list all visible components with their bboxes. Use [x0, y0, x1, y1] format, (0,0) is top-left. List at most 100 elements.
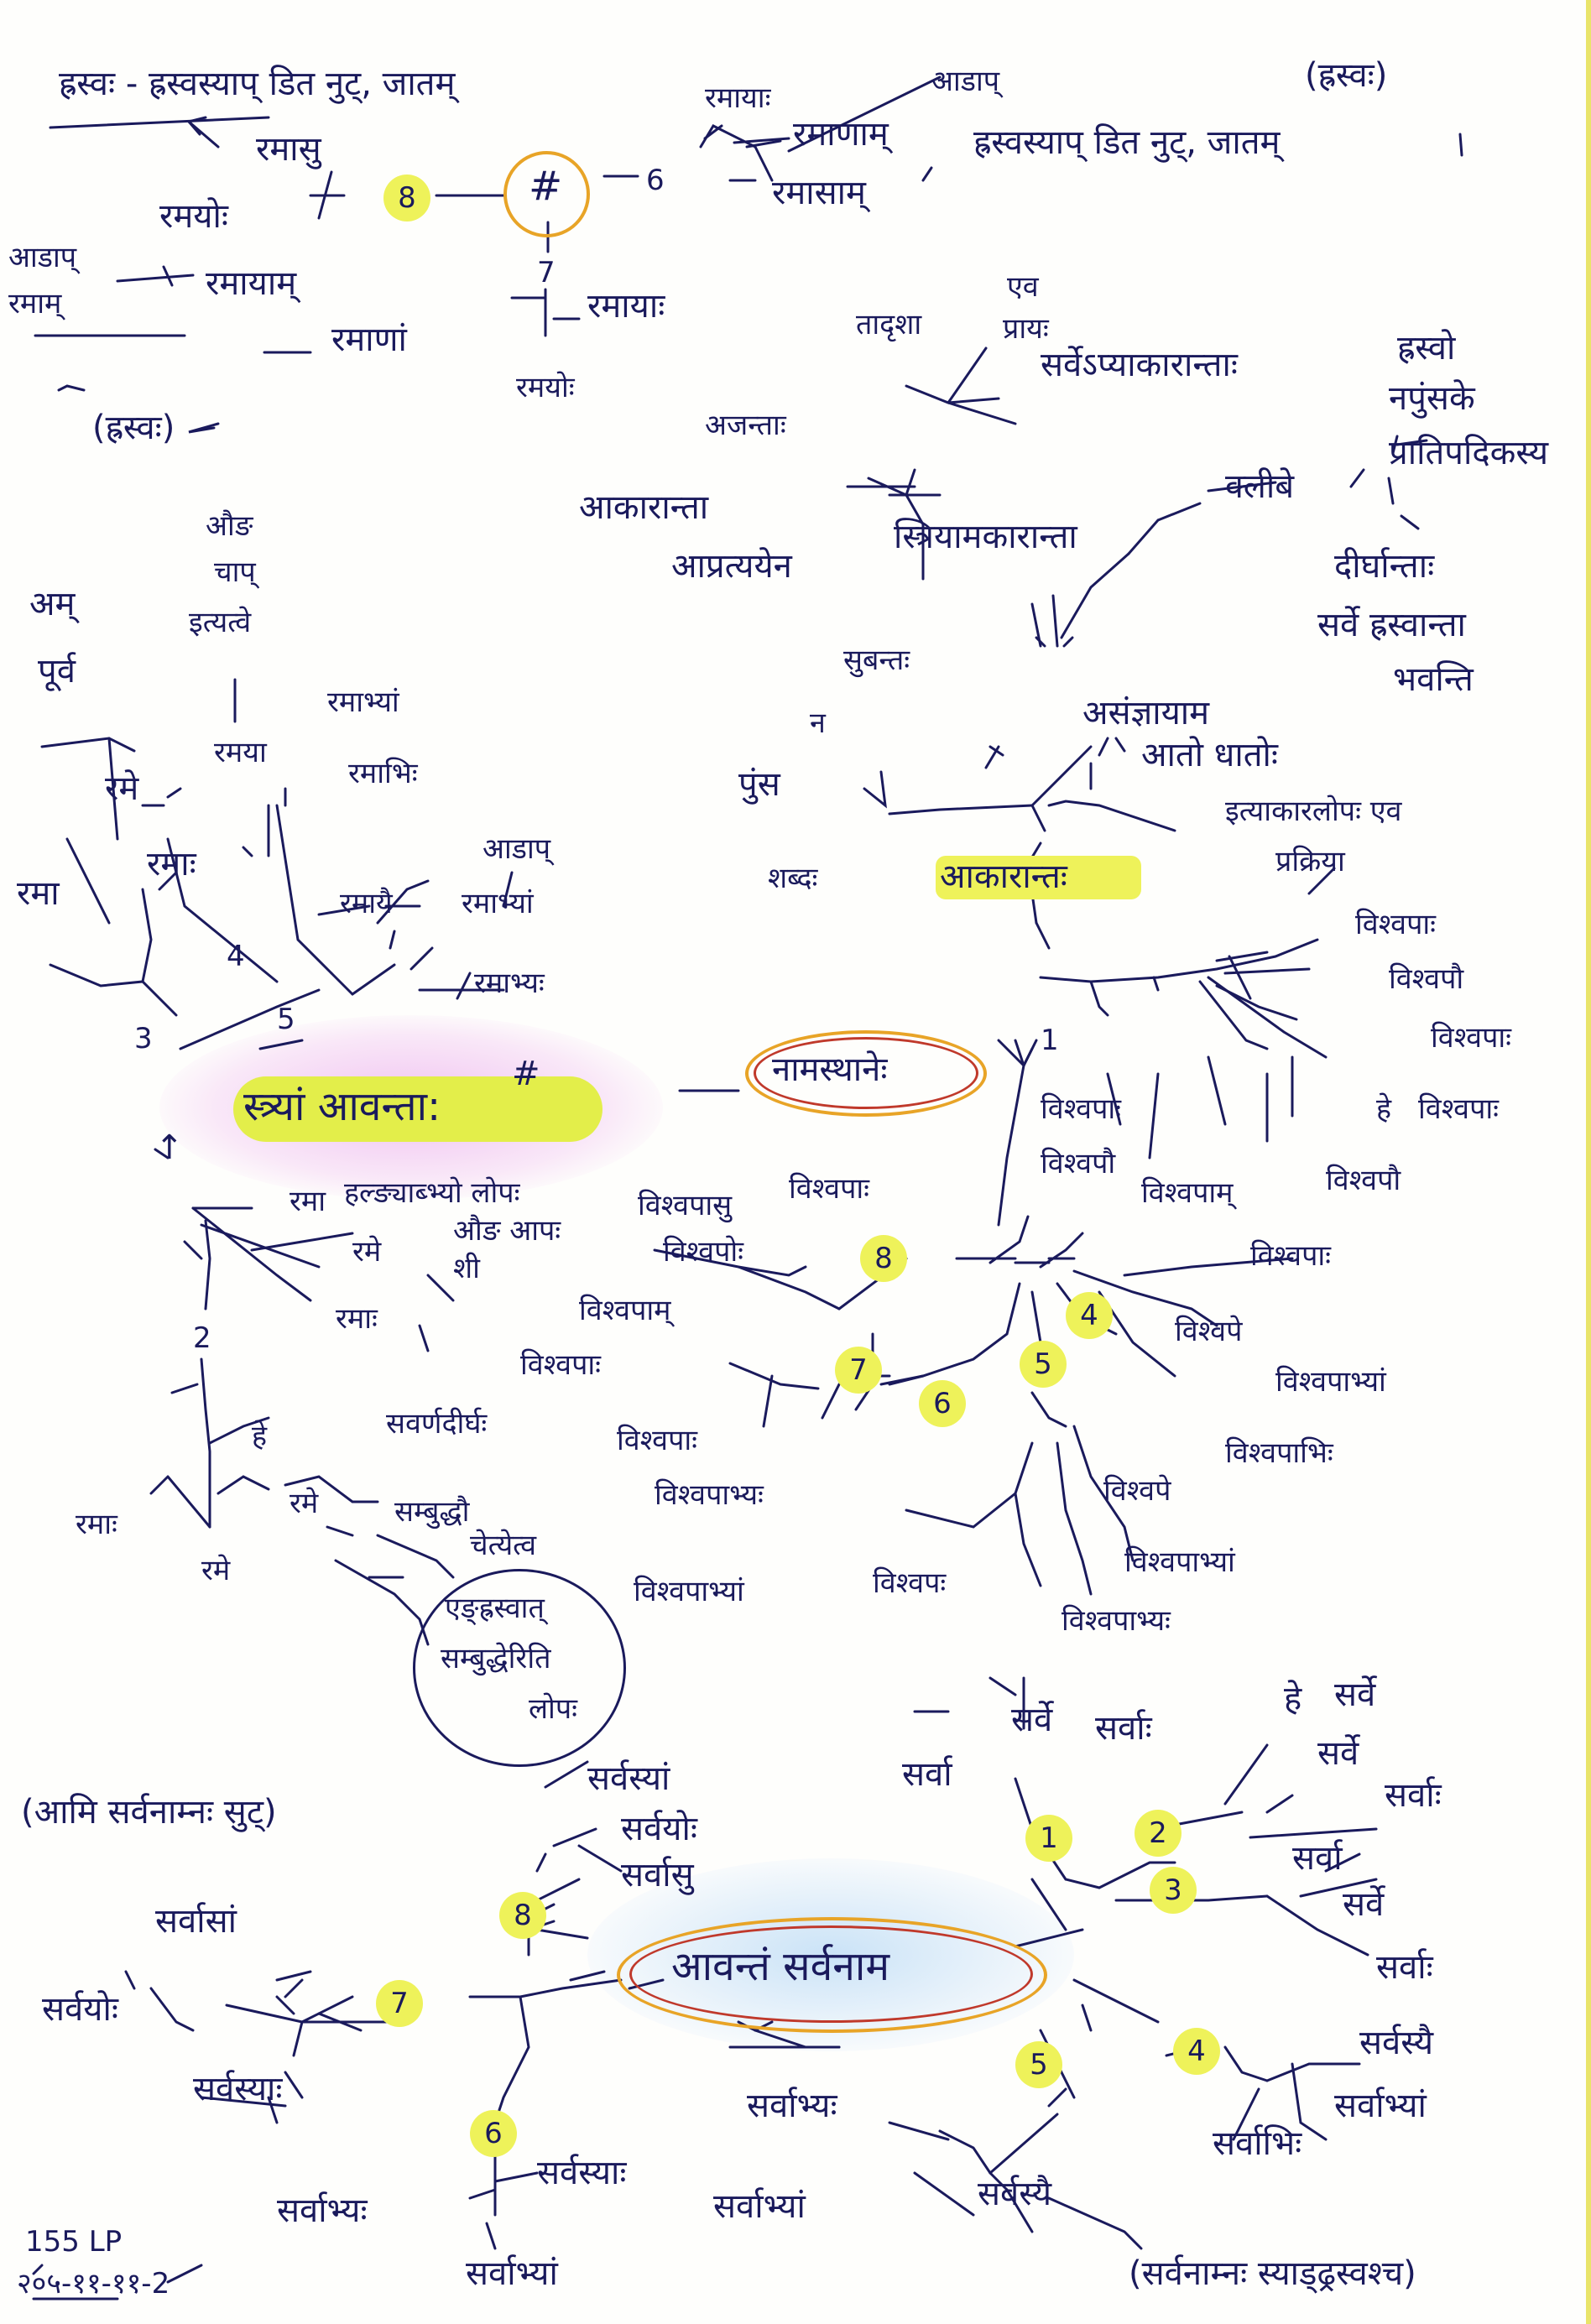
concept-klibe: क्लीबे [1225, 467, 1295, 506]
akarantah-highlight [936, 856, 1141, 899]
rule-ekahrasvat: एङ्ह्रस्वात् [445, 1592, 545, 1625]
s-case-number-6: 6 [470, 2110, 517, 2157]
rule-hal-lopa: हल्ङ्याब्भ्यो लोपः [344, 1176, 520, 1210]
form-ramayoh-7: रमयोः [516, 371, 575, 404]
form-ramanam-left: रमाणां [331, 320, 407, 359]
note-adap-mid: आडाप् [483, 832, 551, 866]
s-case-number-4: 4 [1173, 2028, 1220, 2075]
hub-namasthane: नामस्थानेः [772, 1050, 888, 1089]
form-ramabhyah: रमाभ्यः [474, 967, 545, 1000]
concept-subanta: सुबन्तः [843, 644, 910, 677]
concept-ityatve: इत्यत्वे [189, 606, 252, 639]
concept-dirghanta: दीर्घान्ताः [1334, 547, 1435, 586]
s-form-sarvah-1: सर्वाः [1095, 1709, 1152, 1748]
v-form-vishvapah-f: विश्वपाः [789, 1172, 870, 1206]
concept-pums: पुंस [738, 765, 780, 804]
form-ramah-left: रमाः [147, 845, 196, 883]
v-case-number-4: 4 [1066, 1292, 1113, 1339]
case-number-7: 7 [537, 256, 556, 289]
concept-asamjnayam: असंज्ञायाम [1082, 694, 1210, 732]
form-ramasu: रमासु [256, 130, 321, 169]
sarvanama-ring-inner [629, 1925, 1033, 2023]
s-form-sarve-3: सर्वे [1343, 1885, 1385, 1924]
v-form-vishvape: विश्वपे [1175, 1315, 1243, 1348]
s-form-sarvasyah: सर्वस्याः [193, 2070, 283, 2108]
form-ramayam: रमायाम् [206, 264, 297, 303]
v-form-vishvapabhyam3: विश्वपाभ्यां [1124, 1545, 1235, 1579]
namasthane-ring [745, 1030, 987, 1117]
form-rame-vocative: रमे [290, 1487, 319, 1520]
s-form-sarvayoh-7: सर्वयोः [42, 1990, 118, 2029]
v-form-vishvapoh: विश्वपोः [663, 1235, 744, 1269]
v-case-number-6: 6 [919, 1380, 966, 1427]
v-form-vishvapabhyah2: विश्वपाभ्यः [1062, 1604, 1171, 1638]
form-ramayah-top: रमायाः [705, 81, 771, 115]
s-form-sarva-3: सर्वा [1292, 1839, 1343, 1878]
rule-aum-apah: औङ आपः [453, 1214, 561, 1248]
s-case-number-8: 8 [499, 1892, 546, 1939]
note-adap-left: आडाप् [8, 241, 77, 274]
form-rame-mid: रमे [352, 1235, 382, 1269]
hub-avantam-sarvanama: आवन्तं सर्वनाम [671, 1943, 890, 1990]
v-case-number-5: 5 [1020, 1341, 1067, 1388]
v-form-vishvapah-d: विश्वपाः [1041, 1092, 1122, 1126]
v-form-vishvape-5: विश्वपे [1103, 1474, 1171, 1508]
s-form-sarve-vocative: सर्वे [1334, 1675, 1376, 1714]
form-ramabhyam-mid: रमाभ्यां [462, 887, 534, 920]
s-form-sarvabhyam-6: सर्वाभ्यां [466, 2254, 558, 2293]
v-form-vishvapah-i: विश्वपः [873, 1566, 947, 1600]
concept-taduktva: तादृशा [856, 308, 922, 341]
v-case-number-1: 1 [1041, 1024, 1059, 1057]
note-hrasvah-top: ह्रस्वः - ह्रस्वस्याप् डित नुट्, जातम् [59, 65, 456, 103]
s-form-sarvah-2: सर्वाः [1385, 1776, 1442, 1815]
v-vocative-he: हे [1376, 1092, 1392, 1126]
page-number: २०५-११-११-2 [17, 2267, 170, 2301]
form-ramaya: रमया [214, 736, 267, 769]
s-form-sarva-1: सर्वा [902, 1755, 952, 1794]
concept-ityakaralopa: इत्याकारलोपः एव [1225, 795, 1402, 828]
concept-prakriya: प्रक्रिया [1275, 845, 1345, 878]
s-form-sarvabhih: सर्वाभिः [1213, 2124, 1302, 2163]
hub-striyam-avanta: स्त्र्यां आवन्ता: [243, 1083, 441, 1130]
concept-striyam: स्त्रियामकारान्ता [894, 518, 1077, 556]
v-form-vishvapabhih: विश्वपाभिः [1225, 1436, 1333, 1470]
s-note-bottom-right: (सर्वनाम्नः स्याड्ढ्रस्वश्च) [1129, 2254, 1416, 2293]
s-form-sarvabhyam-5: सर्वाभ्यां [713, 2187, 806, 2226]
concept-purva: पूर्व [38, 652, 76, 690]
v-form-vishvapah-c: विश्वपाः [1418, 1092, 1500, 1126]
rule-sambuddheh: सम्बुद्धेरिति [441, 1642, 551, 1675]
s-form-sarvabhyah: सर्वाभ्यः [747, 2087, 837, 2125]
s-form-sarvasu: सर्वासु [621, 1856, 694, 1894]
rule-shi: शी [453, 1252, 480, 1285]
sarvanama-ring [617, 1917, 1047, 2033]
concept-shabdah: शब्दः [768, 862, 818, 895]
s-case-number-3: 3 [1150, 1867, 1197, 1914]
v-form-vishvapah-h: विश्वपाः [617, 1424, 698, 1457]
v-form-vishvapau-b: विश्वपौ [1326, 1164, 1401, 1197]
hash-mark-mid: # [512, 1055, 540, 1093]
form-ramabhih: रमाभिः [348, 757, 418, 790]
s-case-number-2: 2 [1135, 1810, 1182, 1857]
concept-akaranta: आकारान्ता [579, 488, 709, 527]
form-ramanam-top: रमाणाम् [793, 115, 889, 154]
s-form-sarvasyai-5: सर्वस्यै [978, 2175, 1052, 2213]
s-form-sarvasam: सर्वासां [155, 1902, 237, 1941]
note-hrasva-right: ह्रस्वस्याप् डित नुट्, जातम् [973, 123, 1281, 162]
case-number-2: 2 [193, 1321, 211, 1355]
v-form-vishvapau-c: विश्वपौ [1041, 1147, 1116, 1180]
concept-n: न [810, 706, 826, 740]
s-form-sarvayoh: सर्वयोः [621, 1810, 697, 1848]
case-number-5: 5 [277, 1003, 295, 1036]
v-form-vishvapabhyam: विश्वपाभ्यां [634, 1575, 744, 1608]
s-form-sarvabhyah-6: सर्वाभ्यः [277, 2191, 368, 2230]
form-rame-bottom: रमे [201, 1554, 231, 1587]
form-ramah-bottom: रमाः [76, 1508, 117, 1541]
concept-pratipadika: प्रातिपदिकस्य [1389, 434, 1549, 472]
form-rama-mid: रमा [290, 1185, 326, 1218]
s-form-sarvasyam: सर्वस्यां [587, 1759, 670, 1798]
v-form-vishvapabhyam2: विश्वपाभ्यां [1275, 1365, 1386, 1399]
rule-ceti: चेत्येत्व [470, 1529, 537, 1562]
v-form-vishvapah-e: विश्वपाः [1250, 1239, 1332, 1273]
case-number-6: 6 [646, 164, 665, 197]
hub-hash: # [529, 163, 563, 210]
